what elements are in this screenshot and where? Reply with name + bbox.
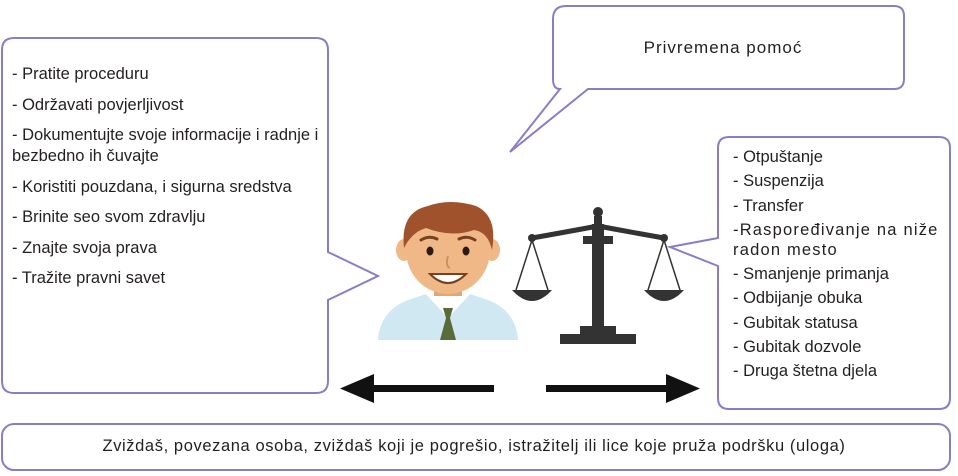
list-item: - Suspenzija: [733, 172, 824, 191]
list-item: - Smanjenje primanja: [733, 264, 889, 283]
list-item: - Tražite pravni savet: [12, 269, 166, 288]
recommendations-list: - Pratite proceduru - Održavati povjerlj…: [12, 64, 322, 299]
title-speech-bubble: [509, 5, 905, 153]
detrimental-actions-list: - Otpuštanje - Suspenzija - Transfer -Ra…: [733, 148, 945, 386]
role-label: Zviždaš, povezana osoba, zviždaš koji je…: [102, 437, 846, 455]
list-item: - Gubitak dozvole: [733, 337, 862, 356]
right-speech-bubble: [666, 136, 951, 410]
list-item: - Dokumentujte svoje informacije i radnj…: [12, 126, 319, 165]
list-item: - Koristiti pouzdana, i sigurna sredstva: [12, 177, 292, 196]
list-item: - Održavati povjerljivost: [12, 95, 184, 114]
list-item: - Znajte svoja prava: [12, 238, 157, 257]
arrow-right-icon: [546, 374, 700, 403]
list-item: - Druga štetna djela: [733, 362, 877, 381]
list-item: - Pratite proceduru: [12, 65, 149, 83]
left-speech-bubble: [1, 37, 381, 394]
person-icon: [378, 202, 518, 340]
list-item: - Brinite seo svom zdravlju: [12, 208, 206, 227]
list-item: - Gubitak statusa: [733, 313, 858, 332]
list-item: - Otpuštanje: [733, 148, 823, 166]
bottom-label-box: [1, 423, 951, 471]
scale-of-justice-icon: [512, 207, 684, 344]
list-item: - Odbijanje obuka: [733, 289, 863, 308]
arrow-left-icon: [340, 374, 494, 403]
list-item: - Transfer: [733, 196, 804, 215]
title-label: Privremena pomoć: [643, 38, 803, 57]
list-item: -Raspoređivanje na niže radon mesto: [733, 220, 939, 259]
